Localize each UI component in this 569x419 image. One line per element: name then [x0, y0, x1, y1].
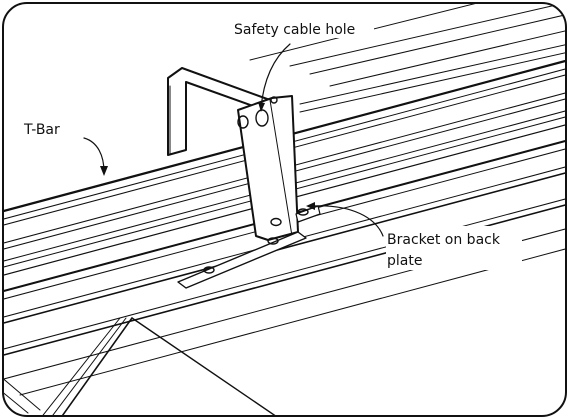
arrow-head-icon [100, 166, 108, 176]
bracket-holes [203, 96, 309, 274]
leader-lines [83, 43, 384, 237]
plate-hole-right [267, 237, 279, 245]
callout-bracket-line-1: Bracket on back [387, 232, 501, 248]
arrow-head-icon [306, 202, 315, 210]
leader-arrows [100, 102, 315, 210]
plate-hole-left [203, 266, 215, 274]
upper-hole [237, 115, 249, 129]
bracket [167, 67, 321, 289]
label-bg [232, 20, 374, 38]
callout-t-bar: T-Bar [23, 122, 60, 138]
safety-cable-leader [260, 43, 291, 109]
safety-cable-hole [255, 109, 269, 127]
bracket-leader [311, 205, 384, 237]
lower-hole [270, 217, 282, 227]
arrow-head-icon [258, 102, 265, 112]
upper-rail [249, 3, 566, 113]
callout-safety-cable-hole: Safety cable hole [234, 22, 355, 38]
callout-bracket-line-2: plate [387, 253, 422, 269]
plate-hole-top [297, 208, 309, 216]
back-plate [3, 197, 566, 416]
top-hole [270, 96, 278, 104]
label-bg [22, 120, 68, 138]
label-bg [386, 226, 522, 270]
